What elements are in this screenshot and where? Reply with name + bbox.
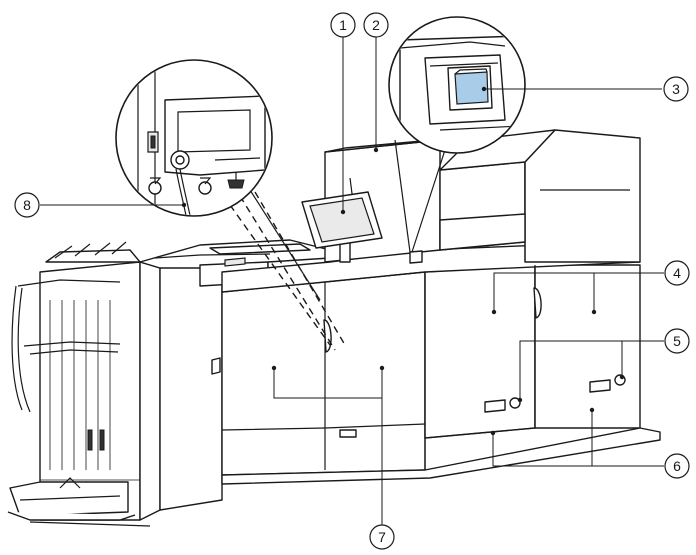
callout-3-label: 3 [672, 81, 680, 97]
callout-6-label: 6 [673, 458, 681, 474]
callout-7: 7 [369, 524, 395, 550]
callout-6: 6 [664, 453, 690, 479]
callout-1: 1 [330, 12, 356, 38]
callout-2-label: 2 [372, 17, 380, 33]
callout-1-label: 1 [339, 17, 347, 33]
callout-4-label: 4 [673, 265, 681, 281]
callout-4: 4 [664, 260, 690, 286]
callout-3: 3 [663, 76, 689, 102]
upper-section [301, 129, 641, 264]
power-switch [454, 71, 489, 105]
zoom-wedge-right-a [411, 149, 446, 253]
callout-2: 2 [363, 12, 389, 38]
callout-5: 5 [664, 328, 690, 354]
magnifier-path-b [239, 195, 336, 351]
callout-8: 8 [14, 192, 40, 218]
leader-lines [40, 37, 664, 525]
callout-8-label: 8 [23, 197, 31, 213]
callout-7-label: 7 [378, 529, 386, 545]
magnifier-path-c [229, 204, 331, 346]
zoom-wedge-left [249, 189, 321, 301]
callout-5-label: 5 [673, 333, 681, 349]
finisher-unit [7, 241, 161, 527]
magnifier-left [115, 59, 273, 217]
zoom-wedge-right-b [394, 139, 411, 253]
